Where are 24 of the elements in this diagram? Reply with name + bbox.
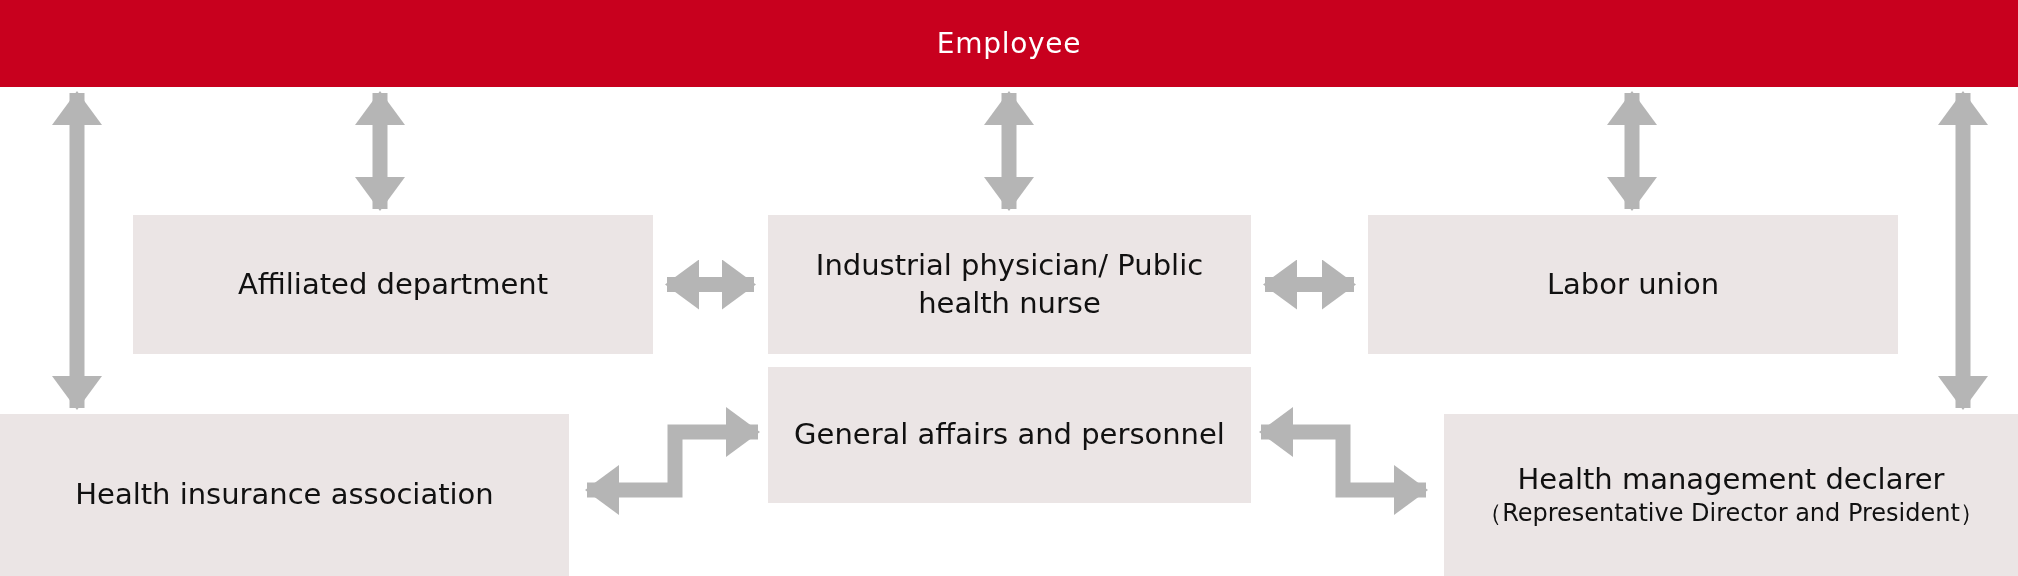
box-label: Labor union <box>1546 265 1720 303</box>
header-bar <box>0 0 2018 87</box>
double-arrow <box>1607 91 1657 211</box>
entity-box <box>768 367 1251 503</box>
box-label: Affiliated department <box>237 265 549 303</box>
entity-box <box>768 215 1251 354</box>
double-arrow <box>355 91 405 211</box>
entity-box <box>1444 414 2018 576</box>
box-label: General affairs and personnel <box>794 416 1225 454</box>
double-arrow <box>1263 259 1356 310</box>
box-label: Health insurance association <box>75 476 494 514</box>
box-label: Industrial physician/ Public health nurse <box>814 246 1205 322</box>
double-arrow <box>52 91 102 410</box>
entity-box <box>1368 215 1898 354</box>
double-arrow <box>665 259 756 310</box>
entity-box <box>133 215 653 354</box>
box-label: Employee <box>936 26 1082 61</box>
entity-box <box>0 414 569 576</box>
box-label: Health management declarer <box>1517 460 1945 498</box>
box-sublabel: （Representative Director and President） <box>1478 498 1984 530</box>
double-arrow <box>585 407 760 515</box>
double-arrow <box>984 91 1034 211</box>
double-arrow <box>1938 91 1988 410</box>
double-arrow <box>1259 407 1428 515</box>
